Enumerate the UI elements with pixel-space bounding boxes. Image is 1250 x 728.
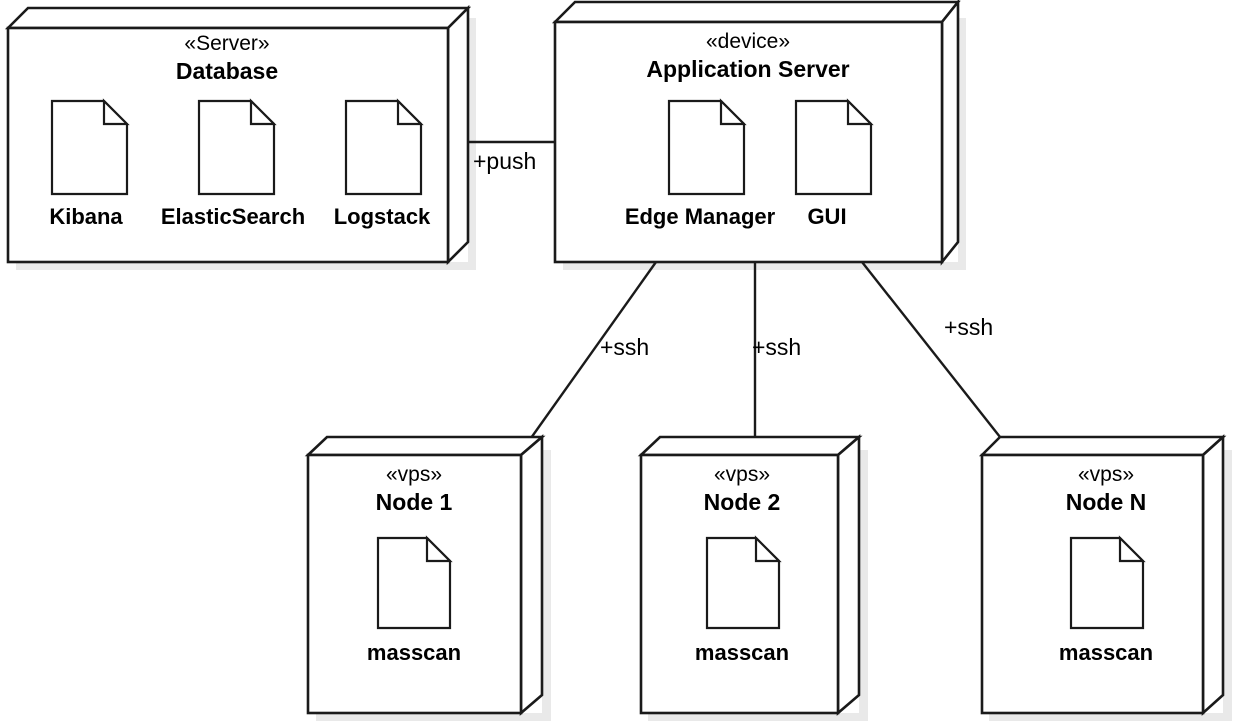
- edge-manager-artifact-label: Edge Manager: [624, 204, 776, 229]
- application-server-node-stereotype: «device»: [705, 30, 791, 53]
- node-n-stereotype: «vps»: [1077, 463, 1135, 486]
- application-server-node-name: Application Server: [646, 56, 850, 82]
- application-server-node-box[interactable]: [551, 0, 961, 266]
- node1-masscan-artifact-icon: [376, 535, 453, 630]
- elasticsearch-artifact-label: ElasticSearch: [160, 204, 306, 229]
- node2-masscan-artifact-label: masscan: [694, 640, 790, 665]
- ssh-connector-line-node1: [530, 261, 657, 439]
- kibana-artifact-label: Kibana: [49, 204, 123, 229]
- ssh-connector-label-nodeN: +ssh: [944, 314, 994, 340]
- node-1-stereotype: «vps»: [385, 463, 443, 486]
- node-n-name: Node N: [1065, 489, 1147, 515]
- push-connector-label: +push: [473, 148, 537, 174]
- ssh-connector-label-node1: +ssh: [600, 334, 650, 360]
- ssh-connector-label-node2: +ssh: [752, 334, 802, 360]
- nodeN-masscan-artifact-label: masscan: [1058, 640, 1154, 665]
- gui-artifact-icon: [794, 98, 874, 196]
- node1-masscan-artifact-label: masscan: [366, 640, 462, 665]
- edge-manager-artifact-icon: [667, 98, 747, 196]
- node-n-box[interactable]: [978, 434, 1227, 716]
- elasticsearch-artifact-icon: [197, 98, 277, 196]
- node-2-name: Node 2: [703, 489, 781, 515]
- logstack-artifact-icon: [344, 98, 424, 196]
- logstack-artifact-label: Logstack: [333, 204, 431, 229]
- node2-masscan-artifact-icon: [705, 535, 782, 630]
- node-2-stereotype: «vps»: [713, 463, 771, 486]
- database-node-stereotype: «Server»: [184, 32, 270, 55]
- application-server-node-front-face: [553, 20, 944, 264]
- nodeN-masscan-artifact-icon: [1069, 535, 1146, 630]
- ssh-connector-line-nodeN: [861, 261, 1001, 438]
- gui-artifact-label: GUI: [807, 204, 847, 229]
- kibana-artifact-icon: [50, 98, 130, 196]
- database-node-name: Database: [175, 58, 279, 84]
- node-1-name: Node 1: [375, 489, 453, 515]
